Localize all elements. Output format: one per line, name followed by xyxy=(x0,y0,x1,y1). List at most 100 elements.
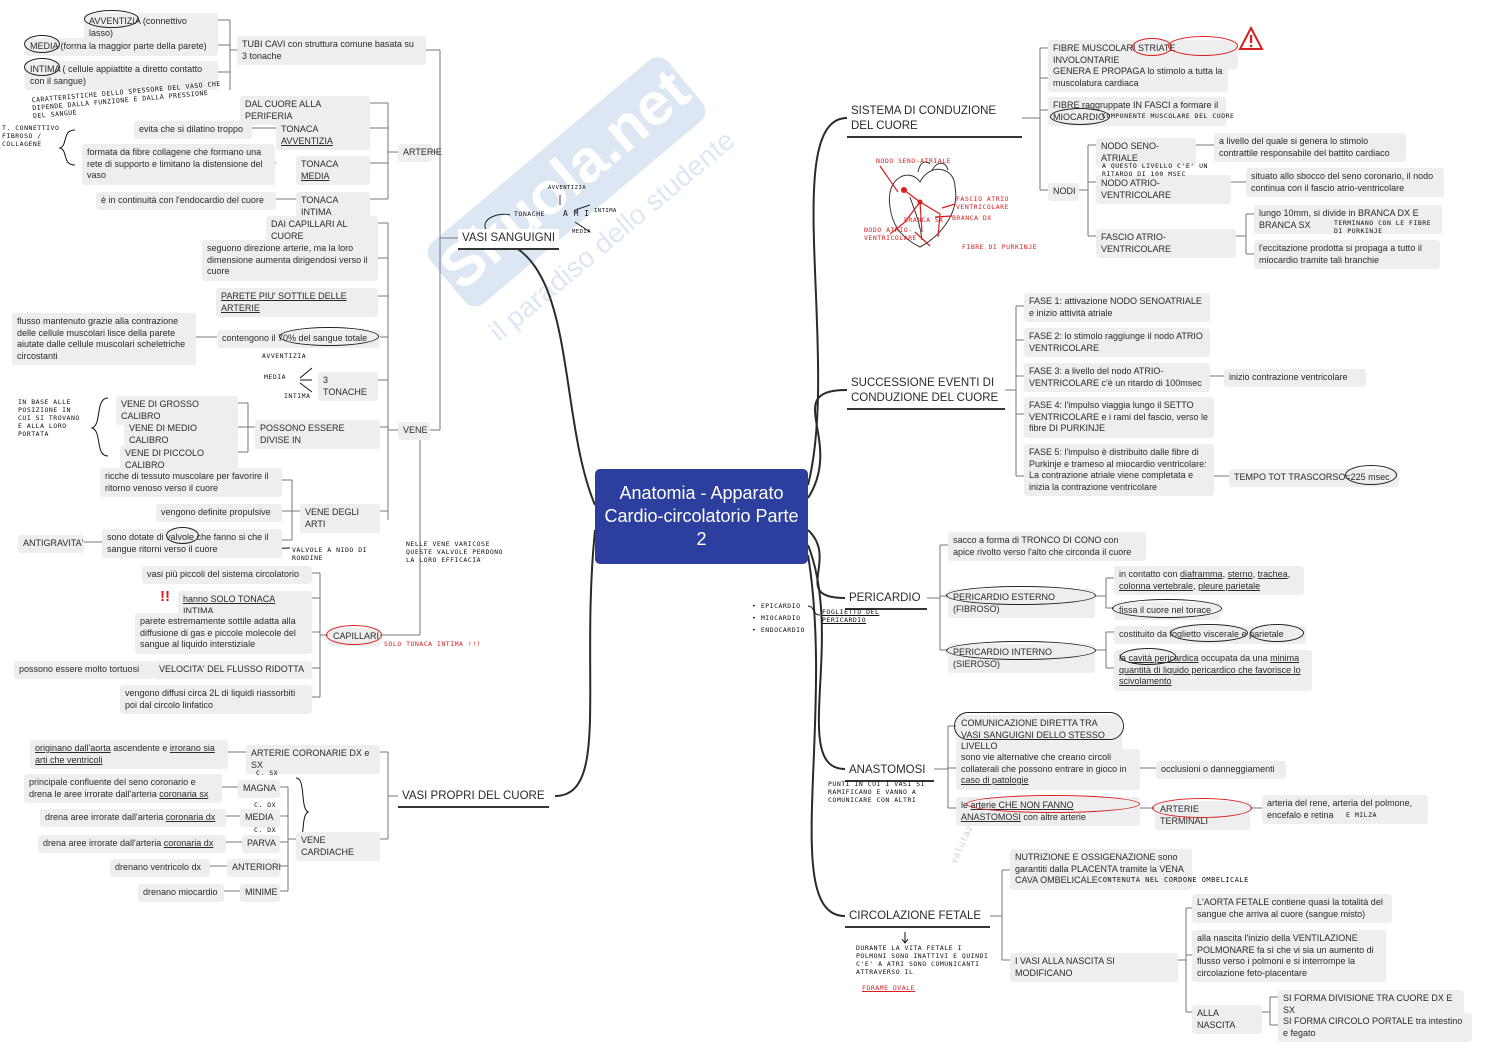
hw-avventizia: AVVENTIZIA xyxy=(548,185,587,191)
contatto-sterno: sterno xyxy=(1227,569,1253,579)
node-media-note[interactable]: drena aree irrorate dall'arteria coronar… xyxy=(40,809,226,827)
node-fase-3-note[interactable]: inizio contrazione ventricolare xyxy=(1224,369,1366,387)
circle-mark xyxy=(1250,624,1304,642)
node-sacco[interactable]: sacco a forma di TRONCO DI CONO con apic… xyxy=(948,532,1146,561)
node-fase-5[interactable]: FASE 5: l'impulso è distribuito dalle fi… xyxy=(1024,444,1214,496)
node-tortuosi[interactable]: possono essere molto tortuosi xyxy=(14,661,154,679)
circle-mark xyxy=(946,586,1096,605)
node-fascio[interactable]: FASCIO ATRIO-VENTRICOLARE xyxy=(1096,229,1236,258)
node-magna[interactable]: MAGNA xyxy=(238,780,280,798)
node-originano[interactable]: originano dall'aorta ascendente e irrora… xyxy=(30,740,228,769)
node-fascio-note[interactable]: lungo 10mm, si divide in BRANCA DX E BRA… xyxy=(1254,205,1442,234)
node-aorta[interactable]: L'AORTA FETALE contiene quasi la totalit… xyxy=(1192,894,1392,923)
hw-intima: INTIMA xyxy=(594,208,617,214)
node-minime-note[interactable]: drenano miocardio xyxy=(138,884,224,902)
node-media-note[interactable]: formata da fibre collagene che formano u… xyxy=(82,144,275,185)
node-comunicazione[interactable]: COMUNICAZIONE DIRETTA TRA VASI SANGUIGNI… xyxy=(956,715,1122,756)
contatto-colonna: colonna vertebrale xyxy=(1119,580,1194,591)
originano-text: originano dall'aorta xyxy=(35,743,111,753)
valvole-text: sono dotate di xyxy=(107,532,167,542)
node-vene-arti[interactable]: VENE DEGLI ARTI xyxy=(300,504,380,533)
node-dal-cuore[interactable]: DAL CUORE ALLA PERIFERIA xyxy=(240,96,370,125)
node-piccoli[interactable]: vasi più piccoli del sistema circolatori… xyxy=(142,566,312,584)
node-parete-sottile[interactable]: PARETE PIU' SOTTILE DELLE ARTERIE xyxy=(216,288,378,317)
node-magna-note[interactable]: principale confluente del seno coronario… xyxy=(24,774,222,803)
main-topic-fetale[interactable]: CIRCOLAZIONE FETALE xyxy=(845,907,990,928)
node-nutrizione[interactable]: NUTRIZIONE E OSSIGENAZIONE sono garantit… xyxy=(1010,849,1192,890)
node-atrio-note[interactable]: situato allo sbocco del seno coronario, … xyxy=(1246,168,1444,197)
node-contatto[interactable]: in contatto con diaframma, sterno, trach… xyxy=(1114,566,1304,595)
circle-mark xyxy=(326,625,382,645)
circle-mark xyxy=(946,641,1096,660)
node-fase-4[interactable]: FASE 4: l'impulso viaggia lungo il SETTO… xyxy=(1024,397,1214,438)
main-topic-vasi-propri[interactable]: VASI PROPRI DEL CUORE xyxy=(398,787,549,808)
node-ricche[interactable]: ricche di tessuto muscolare per favorire… xyxy=(100,468,282,497)
node-vene[interactable]: VENE xyxy=(398,422,430,440)
hw-forame: FORAME OVALE xyxy=(862,984,915,992)
fibre-involontarie: INVOLONTARIE xyxy=(1053,54,1120,65)
node-parva-note[interactable]: drena aree irrorate dall'arteria coronar… xyxy=(38,835,226,853)
node-coronarie[interactable]: ARTERIE CORONARIE DX e SX xyxy=(246,745,380,774)
node-fase-3[interactable]: FASE 3: a livello del nodo ATRIO-VENTRIC… xyxy=(1024,363,1210,392)
main-topic-sistema-conduzione[interactable]: SISTEMA DI CONDUZIONE DEL CUORE xyxy=(847,102,1022,138)
node-alla-nascita[interactable]: ALLA NASCITA xyxy=(1192,1005,1262,1034)
node-nodi[interactable]: NODI xyxy=(1048,183,1079,201)
hw-cdx: C. DX xyxy=(254,801,277,809)
originano-text-mid: ascendente e xyxy=(110,743,170,753)
node-minime[interactable]: MINIME xyxy=(240,884,280,902)
node-vasi-modificano[interactable]: I VASI ALLA NASCITA SI MODIFICANO xyxy=(1010,953,1178,982)
warning-bang: !! xyxy=(160,588,170,605)
node-diffusi[interactable]: vengono diffusi circa 2L di liquidi rias… xyxy=(120,685,312,714)
node-arterie[interactable]: ARTERIE xyxy=(398,144,442,162)
node-media-cardiaca[interactable]: MEDIA xyxy=(240,809,280,827)
node-valvole[interactable]: sono dotate di valvole che fanno si che … xyxy=(102,529,282,558)
node-vene-cardiache[interactable]: VENE CARDIACHE xyxy=(296,832,380,861)
contatto-sep: , xyxy=(1193,580,1199,591)
node-parva[interactable]: PARVA xyxy=(242,835,280,853)
node-anteriori[interactable]: ANTERIORI xyxy=(227,859,281,877)
node-rene[interactable]: arteria del rene, arteria del polmone, e… xyxy=(1262,795,1428,824)
node-portale[interactable]: SI FORMA CIRCOLO PORTALE tra intestino e… xyxy=(1278,1013,1472,1042)
node-avventizia-note[interactable]: evita che si dilatino troppo xyxy=(134,121,252,139)
node-vie-alternative[interactable]: sono vie alternative che creano circoli … xyxy=(956,749,1140,790)
hw-heart-fascio: FASCIO ATRIO VENTRICOLARE xyxy=(956,195,1009,211)
circle-mark xyxy=(279,327,379,346)
node-propulsive[interactable]: vengono definite propulsive xyxy=(156,504,282,522)
main-topic-pericardio[interactable]: PERICARDIO xyxy=(845,589,927,610)
main-topic-successione[interactable]: SUCCESSIONE EVENTI DI CONDUZIONE DEL CUO… xyxy=(847,374,1005,410)
hw-punti: PUNTI IN CUI I VASI SI RAMIFICANO E VANN… xyxy=(828,780,926,804)
hw-epicardio: • EPICARDIO xyxy=(752,602,801,610)
node-velocita[interactable]: VELOCITA' DEL FLUSSO RIDOTTA xyxy=(154,661,312,679)
node-medio[interactable]: VENE DI MEDIO CALIBRO xyxy=(124,420,238,449)
node-flusso[interactable]: flusso mantenuto grazie alla contrazione… xyxy=(12,313,196,365)
node-ventilazione[interactable]: alla nascita l'inizio della VENTILAZIONE… xyxy=(1192,930,1386,982)
node-seno-note[interactable]: a livello del quale si genera lo stimolo… xyxy=(1214,133,1406,162)
main-topic-anastomosi[interactable]: ANASTOMOSI xyxy=(845,761,934,782)
node-tonaca-media[interactable]: TONACA MEDIA xyxy=(296,156,370,185)
hw-media: MEDIA xyxy=(572,229,592,235)
node-parete-capillari[interactable]: parete estremamente sottile adatta alla … xyxy=(135,613,312,654)
node-eccitazione[interactable]: l'eccitazione prodotta si propaga a tutt… xyxy=(1254,240,1440,269)
node-fase-1[interactable]: FASE 1: attivazione NODO SENOATRIALE e i… xyxy=(1024,293,1210,322)
node-tonaca-avventizia[interactable]: TONACA AVVENTIZIA xyxy=(276,121,370,150)
hw-terminano: TERMINANO CON LE FIBRE DI PURKINJE xyxy=(1334,219,1432,235)
node-intima-note[interactable]: è in continuità con l'endocardio del cuo… xyxy=(96,192,276,210)
main-topic-vasi-sanguigni[interactable]: VASI SANGUIGNI xyxy=(458,229,560,250)
cavita-text-mid: occupata da una xyxy=(1198,653,1271,663)
node-3-tonache[interactable]: 3 TONACHE xyxy=(318,372,378,401)
circle-mark xyxy=(1050,108,1110,125)
node-seguono[interactable]: seguono direzione arterie, ma la loro di… xyxy=(202,240,378,281)
node-genera[interactable]: GENERA E PROPAGA lo stimolo a tutta la m… xyxy=(1048,63,1228,92)
node-fase-2[interactable]: FASE 2: lo stimolo raggiunge il nodo ATR… xyxy=(1024,328,1210,357)
contatto-pleure: pleure parietale xyxy=(1198,580,1261,591)
node-tubi-cavi[interactable]: TUBI CAVI con struttura comune basata su… xyxy=(237,36,426,65)
node-seno-atriale[interactable]: NODO SENO-ATRIALE xyxy=(1096,138,1196,167)
node-possono[interactable]: POSSONO ESSERE DIVISE IN xyxy=(255,420,380,449)
node-antigravita[interactable]: ANTIGRAVITA' xyxy=(18,535,84,553)
node-atrio-ventricolare[interactable]: NODO ATRIO-VENTRICOLARE xyxy=(1096,175,1231,204)
node-anteriori-note[interactable]: drenano ventricolo dx xyxy=(110,859,210,877)
magna-text: principale confluente del seno coronario… xyxy=(29,777,196,799)
heart-node-dot xyxy=(901,187,907,193)
central-topic[interactable]: Anatomia - Apparato Cardio-circolatorio … xyxy=(595,469,808,564)
node-occlusioni[interactable]: occlusioni o danneggiamenti xyxy=(1156,761,1286,779)
